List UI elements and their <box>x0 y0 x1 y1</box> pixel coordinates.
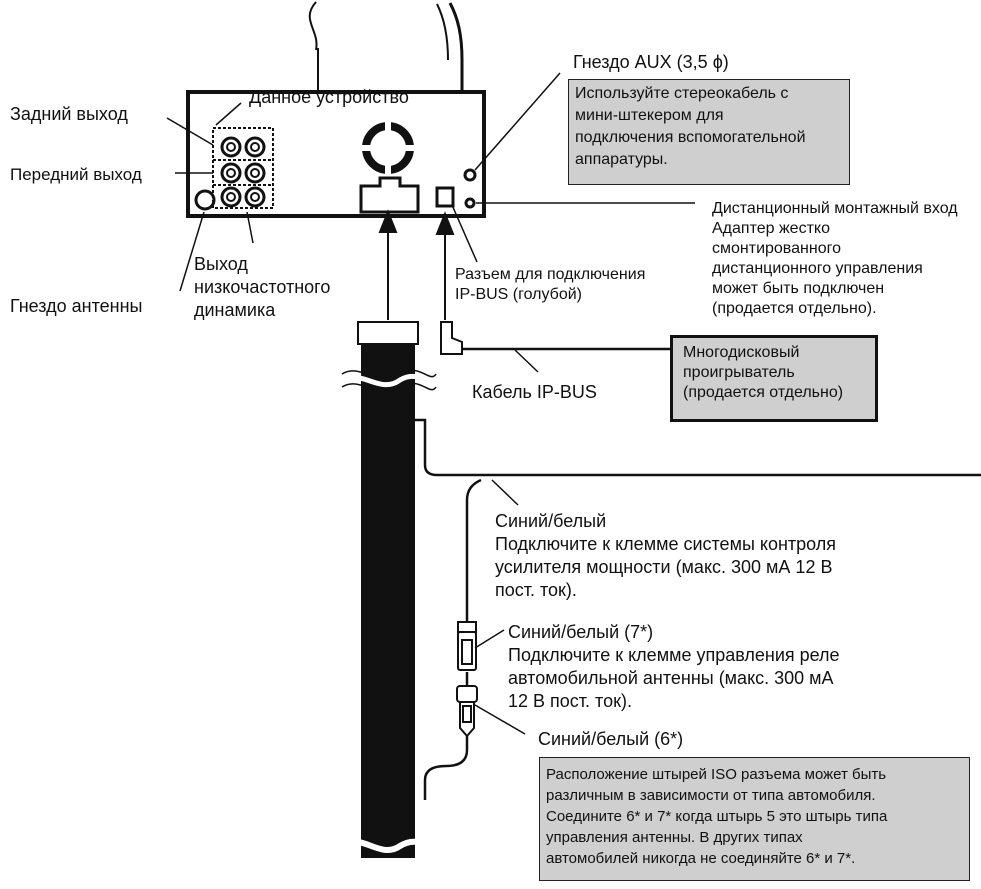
leader-antenna <box>179 211 205 292</box>
connector-6 <box>456 685 478 738</box>
blue-white-wire-bottom <box>423 736 469 800</box>
harness-break-bot <box>341 382 437 393</box>
rca-jacks <box>194 127 274 211</box>
antenna-cable-top <box>308 1 318 51</box>
blue-white-7-label: Синий/белый (7*) Подключите к клемме упр… <box>508 622 840 711</box>
harness-break-top <box>341 369 437 380</box>
leader-rear <box>166 117 214 146</box>
wired-remote-jack-icon <box>464 197 476 209</box>
blue-white-6-label: Синий/белый (6*) <box>538 729 684 749</box>
leader-blue-white-7 <box>474 629 505 649</box>
harness-break <box>340 373 439 388</box>
blue-white-main-label: Синий/белый Подключите к клемме системы … <box>495 511 837 600</box>
cable-top-thin <box>436 3 449 61</box>
cable-top-main <box>448 2 464 148</box>
arrow-main <box>378 209 398 320</box>
aux-jack-icon <box>463 168 477 182</box>
antenna-jack-label: Гнездо антенны <box>10 296 143 316</box>
arrow-ipbus <box>435 211 455 320</box>
main-connector <box>359 176 420 214</box>
ip-bus-connector-label: Разъем для подключения IP-BUS (голубой) <box>455 266 646 303</box>
wiring-harness <box>361 344 415 858</box>
iso-note-box: Расположение штырей ISO разъема может бы… <box>539 757 970 881</box>
connector-7 <box>457 621 477 671</box>
aux-note-box: Используйте стереокабель с мини-штекером… <box>568 79 850 185</box>
front-output-label: Передний выход <box>10 165 142 184</box>
ip-bus-cable-label: Кабель IP-BUS <box>472 382 597 402</box>
ip-bus-port <box>435 186 455 208</box>
leader-subwoofer <box>246 211 254 244</box>
leader-blue-white <box>491 479 519 506</box>
leader-blue-white-6 <box>474 704 526 735</box>
harness-plug <box>357 321 419 345</box>
fan-icon <box>358 118 418 178</box>
antenna-jack-icon <box>194 189 216 211</box>
rear-output-label: Задний выход <box>10 104 128 124</box>
blue-white-wire <box>465 478 482 622</box>
harness-bottom-break <box>340 838 439 854</box>
wired-remote-input-label: Дистанционный монтажный вход Адаптер жес… <box>712 200 958 317</box>
aux-jack-label: Гнездо AUX (3,5 ϕ) <box>573 52 729 72</box>
leader-ipbus-connector <box>451 204 478 263</box>
amp-control-wire <box>415 418 981 477</box>
leader-ipbus-cable <box>514 349 539 373</box>
leader-this-unit <box>215 102 242 126</box>
ip-bus-plug <box>440 321 463 355</box>
subwoofer-output-label: Выход низкочастотного динамика <box>194 254 331 320</box>
multi-cd-box: Многодисковый проигрыватель (продается о… <box>670 335 878 422</box>
this-unit-label: Данное устройство <box>249 87 409 107</box>
leader-aux <box>474 72 561 171</box>
